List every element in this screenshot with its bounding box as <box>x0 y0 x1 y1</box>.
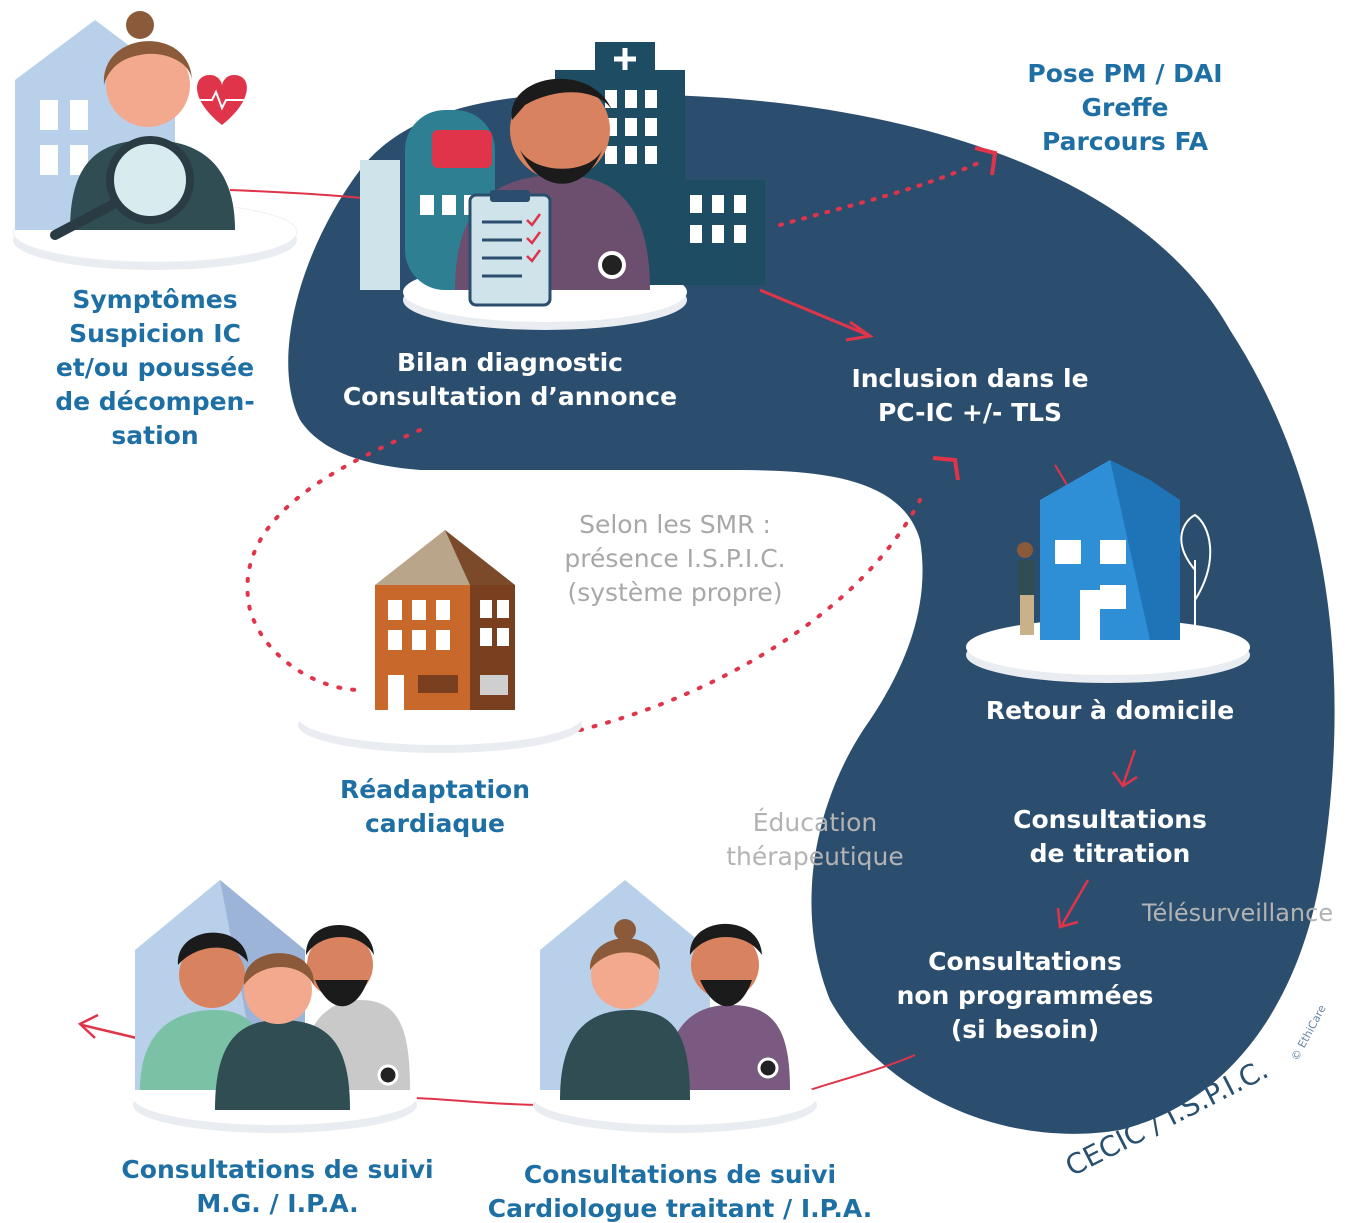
label-line: Suspicion IC <box>69 319 241 348</box>
label-line: Bilan diagnostic <box>397 348 623 377</box>
label-line: M.G. / I.P.A. <box>196 1189 359 1218</box>
label-education: Éducation thérapeutique <box>695 806 935 874</box>
cecic-region <box>288 93 1335 1134</box>
arrow-non-prog <box>1056 879 1090 929</box>
care-team-icon <box>135 880 410 1110</box>
label-bilan: Bilan diagnostic Consultation d’annonce <box>320 346 700 414</box>
label-line: présence I.S.P.I.C. <box>564 544 786 573</box>
label-line: Réadaptation <box>339 775 531 804</box>
label-line: Cardiologue traitant / I.P.A. <box>487 1194 873 1223</box>
heart-icon <box>197 75 247 125</box>
label-line: Télésurveillance <box>1141 899 1334 927</box>
arrow-to-inclusion <box>759 288 869 337</box>
label-line: PC-IC +/- TLS <box>877 398 1063 427</box>
label-line: Consultations de suivi <box>121 1155 434 1184</box>
label-line: de décompen- <box>55 387 255 416</box>
label-line: Consultations de suivi <box>523 1160 837 1189</box>
label-line: de titration <box>1029 839 1191 868</box>
label-suivi-cardio: Consultations de suivi Cardiologue trait… <box>460 1158 900 1223</box>
label-line: Symptômes <box>72 285 238 314</box>
label-line: Éducation <box>752 808 878 837</box>
label-line: cardiaque <box>364 809 505 838</box>
label-suivi-mg: Consultations de suivi M.G. / I.P.A. <box>95 1153 460 1221</box>
label-line: Retour à domicile <box>985 696 1235 725</box>
label-line: Inclusion dans le <box>851 364 1089 393</box>
label-line: sation <box>111 421 199 450</box>
label-non-programmees: Consultations non programmées (si besoin… <box>870 945 1180 1047</box>
label-line: Parcours FA <box>1041 127 1209 156</box>
label-line: Selon les SMR : <box>579 510 771 539</box>
magnifier-icon <box>50 136 194 240</box>
clipboard-icon <box>468 190 552 307</box>
label-inclusion: Inclusion dans le PC-IC +/- TLS <box>830 362 1110 430</box>
label-telesurveillance: Télésurveillance <box>1110 896 1365 930</box>
label-line: (système propre) <box>567 578 783 607</box>
label-line: Consultation d’annonce <box>342 382 678 411</box>
link-nonprog-cardio <box>809 1054 916 1091</box>
arrow-out-mg <box>77 1013 146 1042</box>
cardiology-team-icon <box>540 880 790 1100</box>
label-readaptation: Réadaptation cardiaque <box>310 773 560 841</box>
arrow-retour-head <box>932 456 960 481</box>
label-line: (si besoin) <box>950 1015 1100 1044</box>
label-line: Pose PM / DAI <box>1027 59 1223 88</box>
label-line: Consultations <box>1013 805 1207 834</box>
label-line: Greffe <box>1081 93 1169 122</box>
label-line: non programmées <box>896 981 1154 1010</box>
label-line: et/ou poussée <box>55 353 255 382</box>
link-cardio-mg <box>414 1097 546 1106</box>
label-retour: Retour à domicile <box>965 694 1255 728</box>
arrow-titration <box>1111 749 1138 788</box>
dots-readaptation-loop <box>245 428 922 732</box>
label-line: Consultations <box>928 947 1122 976</box>
house-icon <box>1017 460 1212 640</box>
label-symptomes: Symptômes Suspicion IC et/ou poussée de … <box>30 283 280 453</box>
label-smr: Selon les SMR : présence I.S.P.I.C. (sys… <box>535 508 815 610</box>
label-pose: Pose PM / DAI Greffe Parcours FA <box>1000 57 1250 159</box>
rehab-building-icon <box>375 530 515 710</box>
arrow-to-inclusion-head <box>845 320 874 342</box>
arrow-pose-head <box>974 146 998 176</box>
label-titration: Consultations de titration <box>990 803 1230 871</box>
label-line: thérapeutique <box>726 842 904 871</box>
dots-to-pose <box>778 158 987 227</box>
